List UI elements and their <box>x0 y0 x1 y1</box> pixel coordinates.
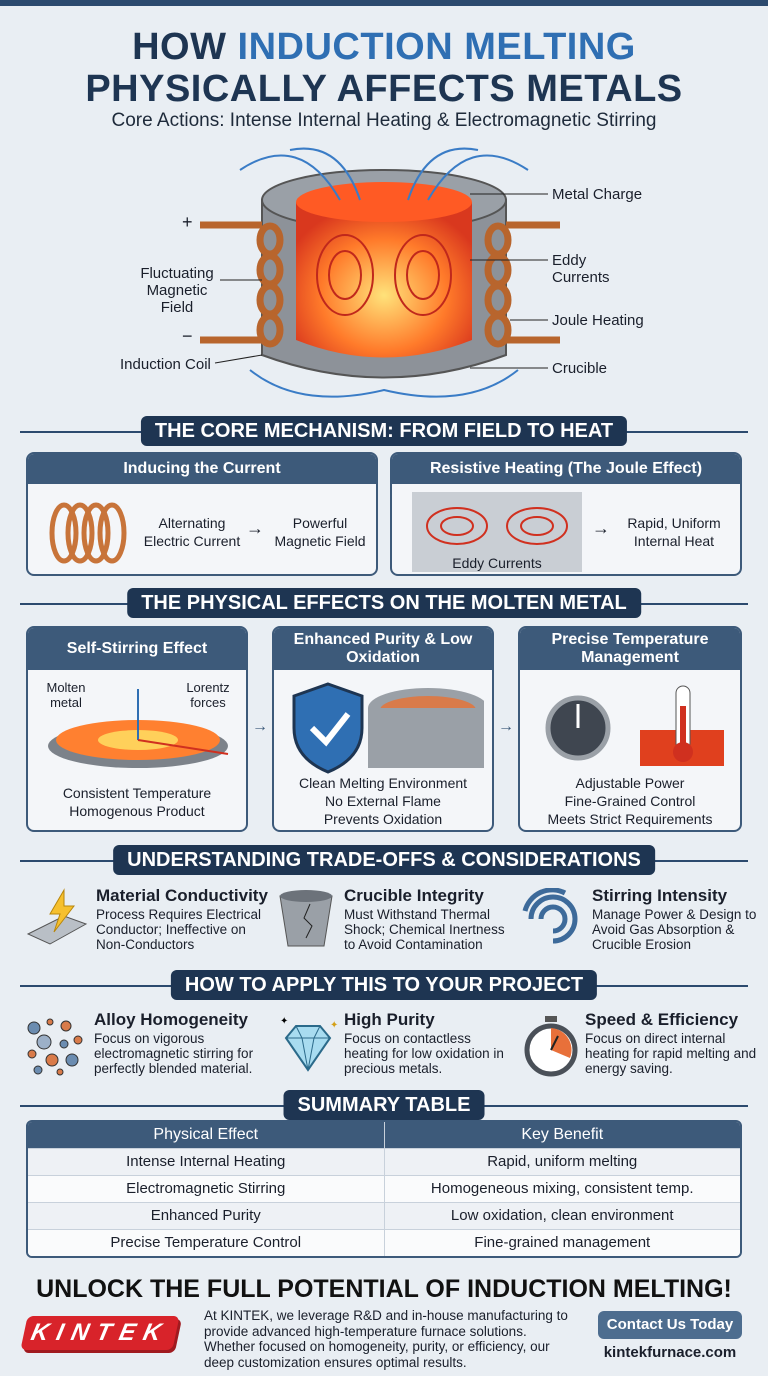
induction-coil <box>200 221 560 348</box>
label-induction-coil: Induction Coil <box>120 356 211 373</box>
plus-terminal: + <box>182 212 193 232</box>
diamond-icon: ✦✦ <box>280 1016 338 1072</box>
apply-title: High Purity <box>344 1010 435 1029</box>
cta-headline: UNLOCK THE FULL POTENTIAL OF INDUCTION M… <box>36 1275 732 1303</box>
card-title: Self-Stirring Effect <box>28 628 246 670</box>
label-metal-charge: Metal Charge <box>552 186 643 203</box>
benefit-cell: Homogeneous mixing, consistent temp. <box>384 1174 740 1202</box>
alternating-current-label: Alternating Electric Current <box>143 515 241 549</box>
eddy-currents-caption: Eddy Currents <box>452 555 542 571</box>
stopwatch-icon <box>524 1016 578 1077</box>
top-bar <box>0 0 768 6</box>
tradeoff-title: Stirring Intensity <box>592 886 728 905</box>
effect-line: No External Flame <box>325 793 441 809</box>
effect-line: Adjustable Power <box>575 775 685 791</box>
section-header-summary: SUMMARY TABLE <box>20 1090 748 1120</box>
svg-text:✦: ✦ <box>280 1016 288 1027</box>
card-title: Resistive Heating (The Joule Effect) <box>392 454 740 484</box>
kintek-logo: KINTEK <box>20 1316 180 1350</box>
column-header: Physical Effect <box>28 1122 385 1148</box>
tradeoff-desc: Manage Power & Design to Avoid Gas Absor… <box>592 907 757 952</box>
section-header-core: THE CORE MECHANISM: FROM FIELD TO HEAT <box>20 416 748 446</box>
label-magnetic-field: Fluctuating Magnetic Field <box>140 265 214 316</box>
dial-thermometer-icon <box>545 685 724 766</box>
card-self-stirring: Self-Stirring Effect Molten metal Lorent… <box>26 626 248 832</box>
tradeoff-desc: Process Requires Electrical Conductor; I… <box>96 907 262 952</box>
cracked-crucible-icon <box>279 890 333 947</box>
label-joule-heating: Joule Heating <box>552 312 644 329</box>
website-link[interactable]: kintekfurnace.com <box>603 1344 737 1361</box>
card-title: Enhanced Purity & Low Oxidation <box>274 628 492 670</box>
effect-cell: Precise Temperature Control <box>28 1228 385 1256</box>
title-line-1: HOW INDUCTION MELTING <box>132 26 636 68</box>
tradeoff-title: Material Conductivity <box>96 886 268 905</box>
effect-line: Homogenous Product <box>69 803 205 819</box>
contact-us-button[interactable]: Contact Us Today <box>598 1311 742 1339</box>
card-temperature: Precise Temperature Management Adjustabl… <box>518 626 742 832</box>
card-title: Precise Temperature Management <box>520 628 740 670</box>
card-purity: Enhanced Purity & Low Oxidation Clean Me… <box>272 626 494 832</box>
internal-heat-label: Rapid, Uniform Internal Heat <box>627 515 721 549</box>
section-header-effects: THE PHYSICAL EFFECTS ON THE MOLTEN METAL <box>20 588 748 618</box>
label-crucible: Crucible <box>552 360 608 377</box>
effect-line: Fine-Grained Control <box>564 793 696 809</box>
effect-cell: Electromagnetic Stirring <box>28 1174 385 1202</box>
card-title: Inducing the Current <box>28 454 376 484</box>
crucible <box>261 169 507 379</box>
magnetic-field-label: Powerful Magnetic Field <box>274 515 366 549</box>
eddy-current-loops <box>316 234 452 316</box>
arrow-right-icon: → <box>252 718 268 735</box>
lightning-bar-icon <box>26 888 88 945</box>
apply-desc: Focus on vigorous electromagnetic stirri… <box>94 1031 254 1076</box>
swirl-icon <box>522 888 578 944</box>
effect-cell: Enhanced Purity <box>28 1201 385 1229</box>
effect-line: Consistent Temperature <box>62 785 212 801</box>
molten-metal-label: Molten metal <box>46 680 86 710</box>
card-joule-effect: Resistive Heating (The Joule Effect) Edd… <box>390 452 742 576</box>
magnetic-field-lines <box>239 147 529 398</box>
eddy-currents-icon <box>412 492 582 572</box>
benefit-cell: Fine-grained management <box>384 1228 740 1256</box>
footer-body: At KINTEK, we leverage R&D and in-house … <box>204 1308 568 1370</box>
tradeoff-title: Crucible Integrity <box>344 886 484 905</box>
effect-cell: Intense Internal Heating <box>28 1147 385 1175</box>
tradeoff-desc: Must Withstand Thermal Shock; Chemical I… <box>344 907 505 952</box>
induction-furnace-diagram <box>200 147 560 398</box>
arrow-right-icon: → <box>246 518 264 538</box>
benefit-cell: Low oxidation, clean environment <box>384 1201 740 1229</box>
section-header-apply: HOW TO APPLY THIS TO YOUR PROJECT <box>20 970 748 1000</box>
apply-title: Alloy Homogeneity <box>94 1010 248 1029</box>
shield-check-icon <box>292 682 484 774</box>
label-eddy-currents: Eddy Currents <box>552 252 610 286</box>
copper-coil-icon <box>49 502 127 564</box>
apply-desc: Focus on direct internal heating for rap… <box>585 1031 757 1076</box>
title-line-2: PHYSICALLY AFFECTS METALS <box>85 68 683 110</box>
section-header-tradeoffs: UNDERSTANDING TRADE-OFFS & CONSIDERATION… <box>20 845 748 875</box>
benefit-cell: Rapid, uniform melting <box>384 1147 740 1175</box>
particles-icon <box>27 1018 83 1076</box>
effect-line: Meets Strict Requirements <box>547 811 713 827</box>
arrow-right-icon: → <box>592 518 610 538</box>
minus-terminal: − <box>182 326 193 346</box>
lorentz-forces-label: Lorentz forces <box>186 680 230 710</box>
apply-desc: Focus on contactless heating for low oxi… <box>344 1031 504 1076</box>
subtitle: Core Actions: Intense Internal Heating &… <box>111 110 657 131</box>
apply-title: Speed & Efficiency <box>585 1010 739 1029</box>
arrow-right-icon: → <box>498 718 514 735</box>
card-inducing-current: Inducing the Current Alternating Electri… <box>26 452 378 576</box>
effect-line: Clean Melting Environment <box>298 775 468 791</box>
column-header: Key Benefit <box>384 1122 740 1148</box>
effect-line: Prevents Oxidation <box>323 811 443 827</box>
svg-text:✦: ✦ <box>330 1020 338 1031</box>
stirring-disc-icon <box>48 689 229 768</box>
